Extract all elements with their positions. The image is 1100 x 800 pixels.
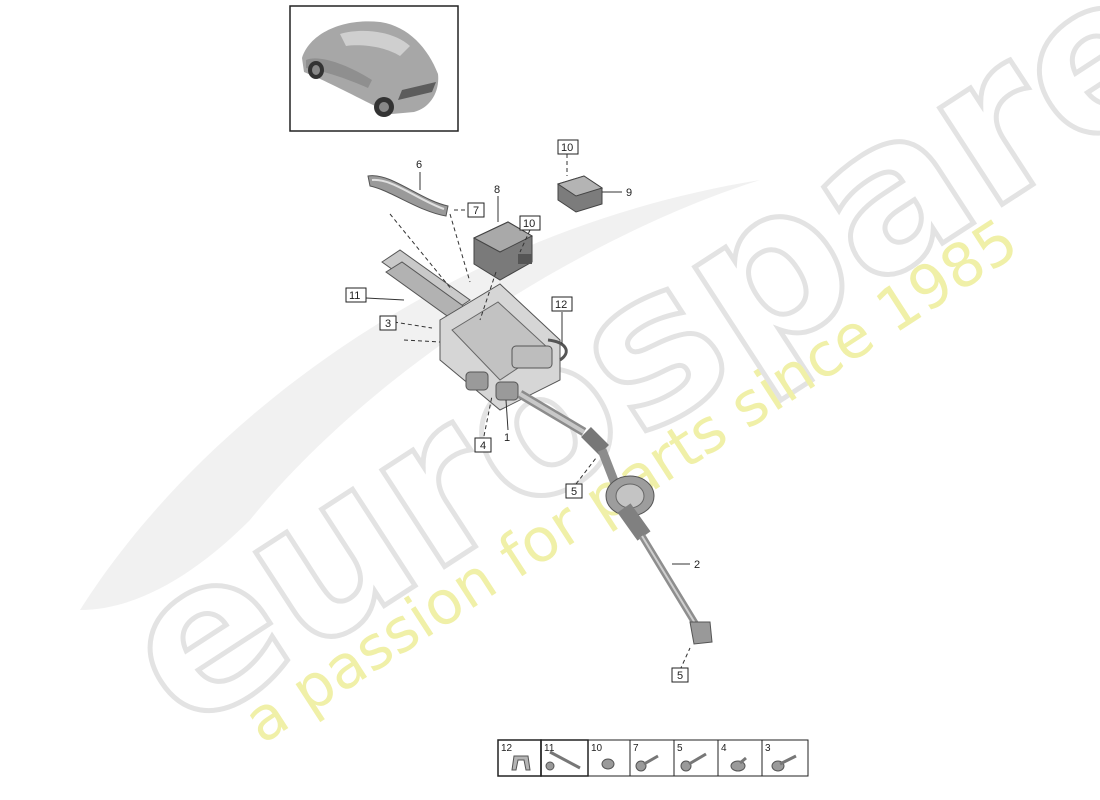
legend-label-4: 4 bbox=[721, 743, 727, 754]
callout-4: 4 bbox=[480, 440, 486, 452]
legend-label-11: 11 bbox=[544, 743, 555, 754]
part-1-steering-column bbox=[381, 249, 587, 436]
callouts: 6 8 9 1 2 7 10 10 11 3 12 4 5 5 bbox=[345, 139, 700, 683]
watermark-swoosh bbox=[80, 180, 760, 610]
callout-10-top: 10 bbox=[561, 142, 573, 154]
legend-label-7: 7 bbox=[633, 743, 639, 754]
flange-bolt-icon bbox=[771, 754, 797, 772]
callout-5-upper: 5 bbox=[571, 486, 577, 498]
nut-icon bbox=[601, 758, 615, 770]
callout-11: 11 bbox=[349, 290, 360, 302]
callout-8: 8 bbox=[494, 184, 500, 196]
bolt-icon bbox=[635, 754, 659, 772]
callout-9: 9 bbox=[626, 187, 632, 199]
clip-icon bbox=[511, 755, 531, 771]
callout-7: 7 bbox=[473, 205, 479, 217]
legend-label-10: 10 bbox=[591, 743, 603, 754]
long-screw-icon bbox=[545, 750, 581, 771]
car-thumbnail bbox=[289, 5, 459, 132]
callout-12: 12 bbox=[555, 299, 567, 311]
callout-3: 3 bbox=[385, 318, 391, 330]
callout-6: 6 bbox=[416, 159, 422, 171]
legend-label-12: 12 bbox=[501, 743, 513, 754]
part-2-intermediate-shaft bbox=[581, 427, 713, 645]
watermark-brand: eurospares bbox=[79, 0, 1100, 777]
part-8-control-module bbox=[472, 221, 534, 281]
car-thumbnail-icon bbox=[302, 21, 439, 117]
watermark: eurospares a passion for parts since 198… bbox=[76, 0, 1100, 779]
callout-2: 2 bbox=[694, 559, 700, 571]
flange-nut-icon bbox=[730, 756, 747, 772]
fastener-legend: 12 11 10 7 5 4 3 bbox=[497, 739, 809, 777]
callout-1: 1 bbox=[504, 432, 510, 444]
legend-label-3: 3 bbox=[765, 743, 771, 754]
callout-10-mid: 10 bbox=[523, 218, 535, 230]
legend-label-5: 5 bbox=[677, 743, 683, 754]
callout-5-lower: 5 bbox=[677, 670, 683, 682]
leader-lines bbox=[365, 154, 691, 671]
bolt-icon-2 bbox=[680, 752, 707, 772]
part-9-small-module bbox=[556, 175, 604, 213]
part-6-trim-strip bbox=[367, 175, 449, 217]
